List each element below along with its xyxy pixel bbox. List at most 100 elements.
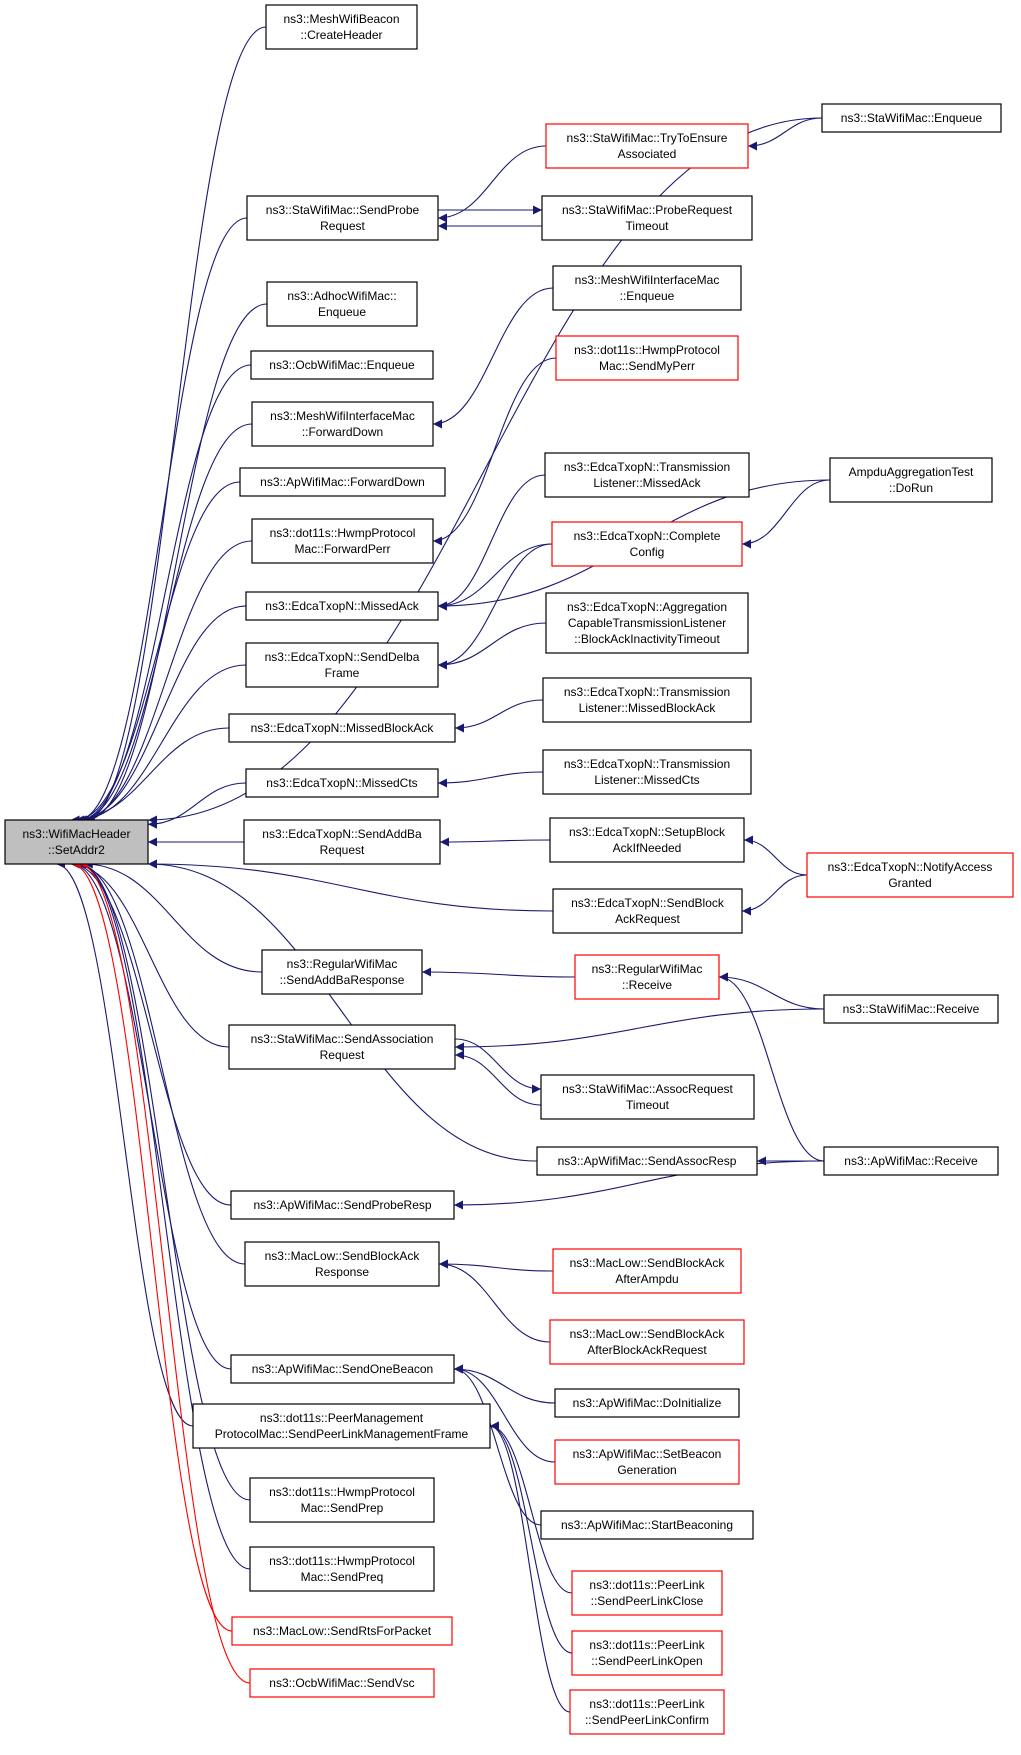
node-box xyxy=(251,518,434,564)
graph-node[interactable]: ns3::EdcaTxopN::MissedBlockAck xyxy=(228,713,456,743)
graph-node[interactable]: ns3::ApWifiMac::StartBeaconing xyxy=(540,1510,754,1540)
node-label: ns3::dot11s::HwmpProtocol xyxy=(269,1554,415,1568)
graph-node[interactable]: ns3::dot11s::PeerLink::SendPeerLinkClose xyxy=(571,1570,723,1616)
call-edge xyxy=(453,1364,556,1463)
node-label: ns3::EdcaTxopN::MissedAck xyxy=(265,599,419,613)
node-label: ns3::dot11s::PeerManagement xyxy=(260,1411,424,1425)
node-label: ns3::StaWifiMac::Receive xyxy=(843,1002,980,1016)
node-box xyxy=(541,195,753,241)
node-label: Request xyxy=(320,843,365,857)
graph-node[interactable]: ns3::EdcaTxopN::TransmissionListener::Mi… xyxy=(542,749,752,795)
edge-path xyxy=(437,543,553,670)
edge-path xyxy=(437,474,546,611)
graph-node[interactable]: ns3::EdcaTxopN::TransmissionListener::Mi… xyxy=(542,677,752,723)
edge-path xyxy=(453,1364,556,1404)
graph-node[interactable]: ns3::ApWifiMac::SendAssocResp xyxy=(536,1146,758,1176)
graph-node[interactable]: ns3::dot11s::HwmpProtocolMac::ForwardPer… xyxy=(251,518,434,564)
node-label: Associated xyxy=(618,147,677,161)
node-label: ns3::dot11s::PeerLink xyxy=(589,1578,705,1592)
graph-node[interactable]: ns3::EdcaTxopN::MissedAck xyxy=(245,591,439,621)
graph-node[interactable]: ns3::MeshWifiInterfaceMac::ForwardDown xyxy=(251,401,434,447)
graph-node[interactable]: ns3::RegularWifiMac::SendAddBaResponse xyxy=(261,949,423,995)
graph-node[interactable]: ns3::ApWifiMac::SendOneBeacon xyxy=(230,1354,455,1384)
node-box xyxy=(261,949,423,995)
graph-node[interactable]: ns3::ApWifiMac::SendProbeResp xyxy=(230,1190,455,1220)
node-label: ns3::AdhocWifiMac:: xyxy=(287,289,396,303)
node-label: ns3::ApWifiMac::SendAssocResp xyxy=(558,1154,737,1168)
graph-node[interactable]: ns3::OcbWifiMac::Enqueue xyxy=(250,350,434,380)
node-label: Generation xyxy=(617,1463,676,1477)
graph-node[interactable]: ns3::dot11s::PeerLink::SendPeerLinkOpen xyxy=(571,1630,723,1676)
node-label: ::Receive xyxy=(622,978,672,992)
graph-node[interactable]: ns3::AdhocWifiMac::Enqueue xyxy=(266,281,418,327)
root-node[interactable]: ns3::WifiMacHeader::SetAddr2 xyxy=(4,819,149,865)
node-box xyxy=(230,1190,455,1220)
graph-node[interactable]: AmpduAggregationTest::DoRun xyxy=(829,457,993,503)
graph-node[interactable]: ns3::MacLow::SendRtsForPacket xyxy=(231,1616,453,1646)
node-box xyxy=(239,467,446,497)
node-label: ::SendPeerLinkClose xyxy=(591,1594,704,1608)
node-label: Request xyxy=(320,1048,365,1062)
node-label: ns3::dot11s::HwmpProtocol xyxy=(269,1485,415,1499)
edge-path xyxy=(718,972,825,1010)
node-box xyxy=(551,521,743,567)
node-label: ns3::MacLow::SendBlockAck xyxy=(265,1249,421,1263)
node-box xyxy=(806,852,1014,898)
graph-node[interactable]: ns3::MeshWifiInterfaceMac::Enqueue xyxy=(552,265,742,311)
node-label: ns3::StaWifiMac::ProbeRequest xyxy=(562,203,733,217)
edge-path xyxy=(85,303,268,825)
graph-node[interactable]: ns3::StaWifiMac::Receive xyxy=(823,994,999,1024)
graph-node[interactable]: ns3::RegularWifiMac::Receive xyxy=(574,954,720,1000)
node-label: ns3::dot11s::PeerLink xyxy=(589,1697,705,1711)
graph-node[interactable]: ns3::dot11s::PeerLink::SendPeerLinkConfi… xyxy=(569,1689,725,1735)
node-box xyxy=(230,1354,455,1384)
edge-path xyxy=(77,217,248,825)
graph-node[interactable]: ns3::ApWifiMac::Receive xyxy=(823,1146,999,1176)
node-box xyxy=(244,1241,440,1287)
graph-node[interactable]: ns3::ApWifiMac::DoInitialize xyxy=(554,1388,740,1418)
node-label: ns3::dot11s::HwmpProtocol xyxy=(270,526,416,540)
node-label: ns3::EdcaTxopN::Transmission xyxy=(564,757,730,771)
node-label: ns3::MeshWifiInterfaceMac xyxy=(270,409,415,423)
node-label: AmpduAggregationTest xyxy=(849,465,974,479)
node-label: ns3::MacLow::SendBlockAck xyxy=(570,1327,726,1341)
edge-path xyxy=(439,837,551,847)
node-label: ::SendPeerLinkConfirm xyxy=(585,1713,709,1727)
graph-node[interactable]: ns3::MeshWifiBeacon::CreateHeader xyxy=(265,4,418,50)
graph-node[interactable]: ns3::OcbWifiMac::SendVsc xyxy=(249,1668,435,1698)
call-edge xyxy=(83,859,263,973)
graph-node[interactable]: ns3::ApWifiMac::ForwardDown xyxy=(239,467,446,497)
edge-path xyxy=(78,859,251,1570)
node-label: ns3::EdcaTxopN::MissedCts xyxy=(266,776,417,790)
graph-node[interactable]: ns3::EdcaTxopN::TransmissionListener::Mi… xyxy=(544,452,750,498)
edge-path xyxy=(71,859,233,1632)
graph-node[interactable]: ns3::EdcaTxopN::MissedCts xyxy=(245,768,439,798)
node-label: ns3::StaWifiMac::SendProbe xyxy=(266,203,420,217)
graph-node[interactable]: ns3::MacLow::SendBlockAckAfterBlockAckRe… xyxy=(549,1319,745,1365)
node-label: Mac::SendPrep xyxy=(301,1501,384,1515)
node-box xyxy=(231,1616,453,1646)
node-label: Timeout xyxy=(626,1098,670,1112)
graph-node[interactable]: ns3::dot11s::PeerManagementProtocolMac::… xyxy=(192,1403,491,1449)
node-label: ns3::EdcaTxopN::SendBlock xyxy=(571,896,725,910)
call-edge xyxy=(78,859,251,1684)
graph-node[interactable]: ns3::EdcaTxopN::AggregationCapableTransm… xyxy=(545,592,749,654)
graph-node[interactable]: ns3::StaWifiMac::Enqueue xyxy=(821,103,1002,133)
